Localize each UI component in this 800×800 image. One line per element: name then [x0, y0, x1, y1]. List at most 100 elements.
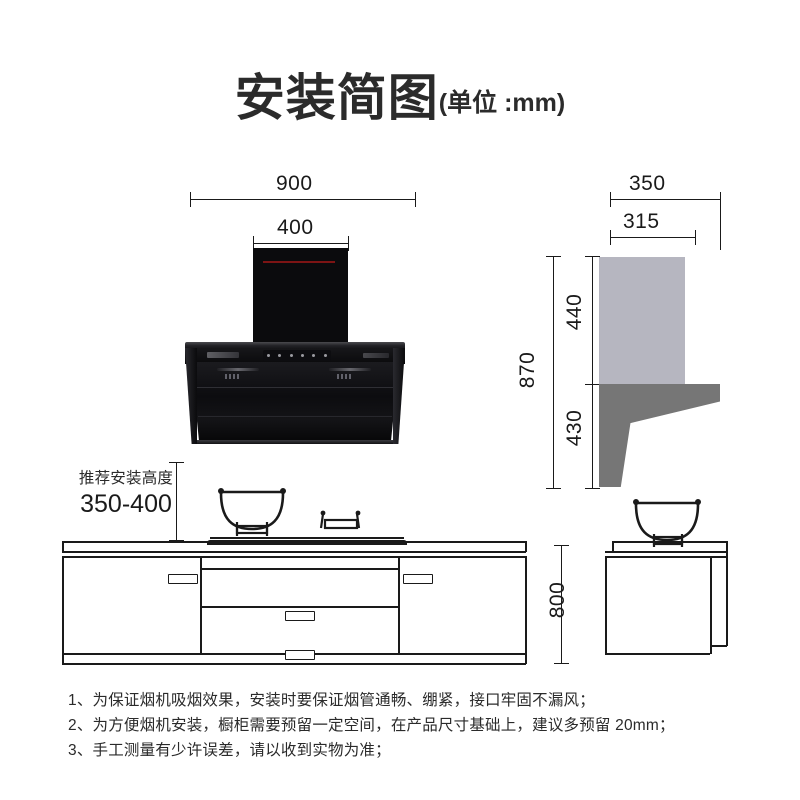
recommended-install-height-value: 350-400 [80, 490, 172, 518]
hood-bottom-rim [197, 440, 393, 444]
cabinet-door-handle-left[interactable] [168, 574, 198, 584]
range-hood-front-view [185, 248, 405, 448]
drawer-handle-bottom[interactable] [285, 650, 315, 660]
cabinet-plinth-left-cap [62, 653, 64, 664]
side-countertop-bottom [605, 551, 727, 553]
hood-control-panel-row [185, 348, 405, 364]
dimension-900-tick-left [190, 192, 191, 207]
dimension-400-label: 400 [277, 216, 314, 239]
cabinet-divider-left [200, 556, 202, 654]
cabinet-left-wall [62, 556, 64, 654]
burner-trivet-left [235, 522, 269, 536]
dimension-315-line [610, 237, 695, 238]
dimension-870-line [553, 256, 554, 488]
page-title: 安装简图(单位 :mm) [0, 58, 800, 130]
hood-touch-key [267, 354, 271, 357]
drawer-handle-middle[interactable] [285, 611, 315, 621]
burner-trivet-side [652, 534, 684, 547]
dimension-315-label: 315 [623, 210, 660, 233]
countertop-top-edge [62, 541, 526, 543]
hood-skirt-left [185, 348, 197, 444]
dimension-430-tick-bottom [585, 488, 600, 489]
hood-slots-left [225, 374, 239, 379]
cabinet-plinth-right-cap [525, 653, 527, 664]
recommended-install-height-label: 推荐安装高度 [78, 470, 174, 487]
side-cabinet-back-edge [726, 551, 728, 646]
cabinet-plinth-bottom [62, 663, 526, 665]
dimension-440-label: 440 [563, 293, 586, 331]
hood-vent-left [217, 368, 259, 371]
hood-touch-key [323, 354, 327, 357]
dimension-315-tick-left [610, 230, 611, 245]
hood-touch-key [289, 354, 293, 357]
hood-touch-key [312, 354, 316, 357]
dimension-430-line [592, 384, 593, 488]
hood-chimney [253, 248, 348, 345]
side-countertop-left-cap [612, 541, 614, 552]
hood-glass-body [191, 362, 399, 444]
hood-body-seam-upper [194, 387, 396, 388]
dimension-350-label: 350 [629, 172, 666, 195]
note-item: 2、为方便烟机安装，橱柜需要预留一定空间，在产品尺寸基础上，建议多预留 20mm… [68, 717, 675, 734]
hood-touch-key [278, 354, 282, 357]
cooktop-burners-front [218, 488, 361, 536]
dimension-440-line [592, 256, 593, 384]
side-cabinet-left-wall [605, 556, 607, 654]
dimension-800-line [561, 545, 562, 664]
wok-icon [218, 488, 286, 531]
dimension-870-tick-bottom [546, 488, 561, 489]
cabinet-divider-right [398, 556, 400, 654]
hood-top-rim [185, 342, 405, 350]
side-cabinet-front-edge [710, 556, 712, 654]
dimension-900-label: 900 [276, 172, 313, 195]
cabinet-top-rail [62, 556, 526, 558]
rec-height-dimension-line [176, 462, 177, 541]
dimension-400-tick-right [348, 236, 349, 251]
dimension-350-tick-right [720, 192, 721, 250]
dimension-430-label: 430 [563, 409, 586, 447]
drawer-separator-lower [200, 606, 399, 608]
countertop-bottom-edge [62, 551, 526, 553]
hood-body-seam-lower [198, 416, 392, 417]
dimension-870-tick-top [546, 256, 561, 257]
hood-side-flue [599, 257, 685, 384]
rec-height-tick-bottom [169, 540, 184, 541]
dimension-800-tick-top [554, 545, 569, 546]
dimension-440-tick-top [585, 256, 600, 257]
side-cabinet-top-rail [605, 556, 727, 558]
side-countertop-right-cap [726, 541, 728, 552]
dimension-900-tick-right [415, 192, 416, 207]
countertop-left-cap [62, 541, 64, 552]
note-item: 1、为保证烟机吸烟效果，安装时要保证烟管通畅、绷紧，接口牢固不漏风； [68, 692, 595, 709]
dimension-900-line [190, 199, 415, 200]
title-main-text: 安装简图 [234, 70, 439, 126]
hood-model-label [363, 353, 389, 358]
dimension-870-label: 870 [516, 351, 539, 389]
side-cabinet-bottom-rail [605, 653, 710, 655]
dimension-400-line [253, 243, 348, 244]
hood-vent-right [329, 368, 371, 371]
dimension-350-tick-left [610, 192, 611, 207]
side-countertop-top [612, 541, 727, 543]
burner-trivet-right [319, 510, 361, 530]
cooktop-slab-edge [210, 537, 404, 539]
title-unit-text: (单位 :mm) [438, 89, 566, 117]
hood-display-strip [263, 261, 335, 263]
cabinet-right-wall [525, 556, 527, 654]
hood-skirt-right [393, 348, 405, 444]
recommended-install-height: 推荐安装高度 350-400 [66, 466, 186, 519]
dimension-350-line [610, 199, 720, 200]
countertop-right-cap [525, 541, 527, 552]
cabinet-door-handle-right[interactable] [403, 574, 433, 584]
hood-slots-right [337, 374, 351, 379]
dimension-315-tick-right [695, 230, 696, 245]
dimension-800-tick-bottom [554, 663, 569, 664]
hood-side-body [599, 384, 720, 487]
note-item: 3、手工测量有少许误差，请以收到实物为准； [68, 742, 391, 759]
hood-brand-logo [207, 352, 239, 358]
hood-touch-controls [263, 350, 331, 361]
notes-list: 1、为保证烟机吸烟效果，安装时要保证烟管通畅、绷紧，接口牢固不漏风； 2、为方便… [68, 688, 768, 763]
drawer-separator-upper [200, 568, 399, 570]
wok-icon-side [633, 499, 701, 542]
